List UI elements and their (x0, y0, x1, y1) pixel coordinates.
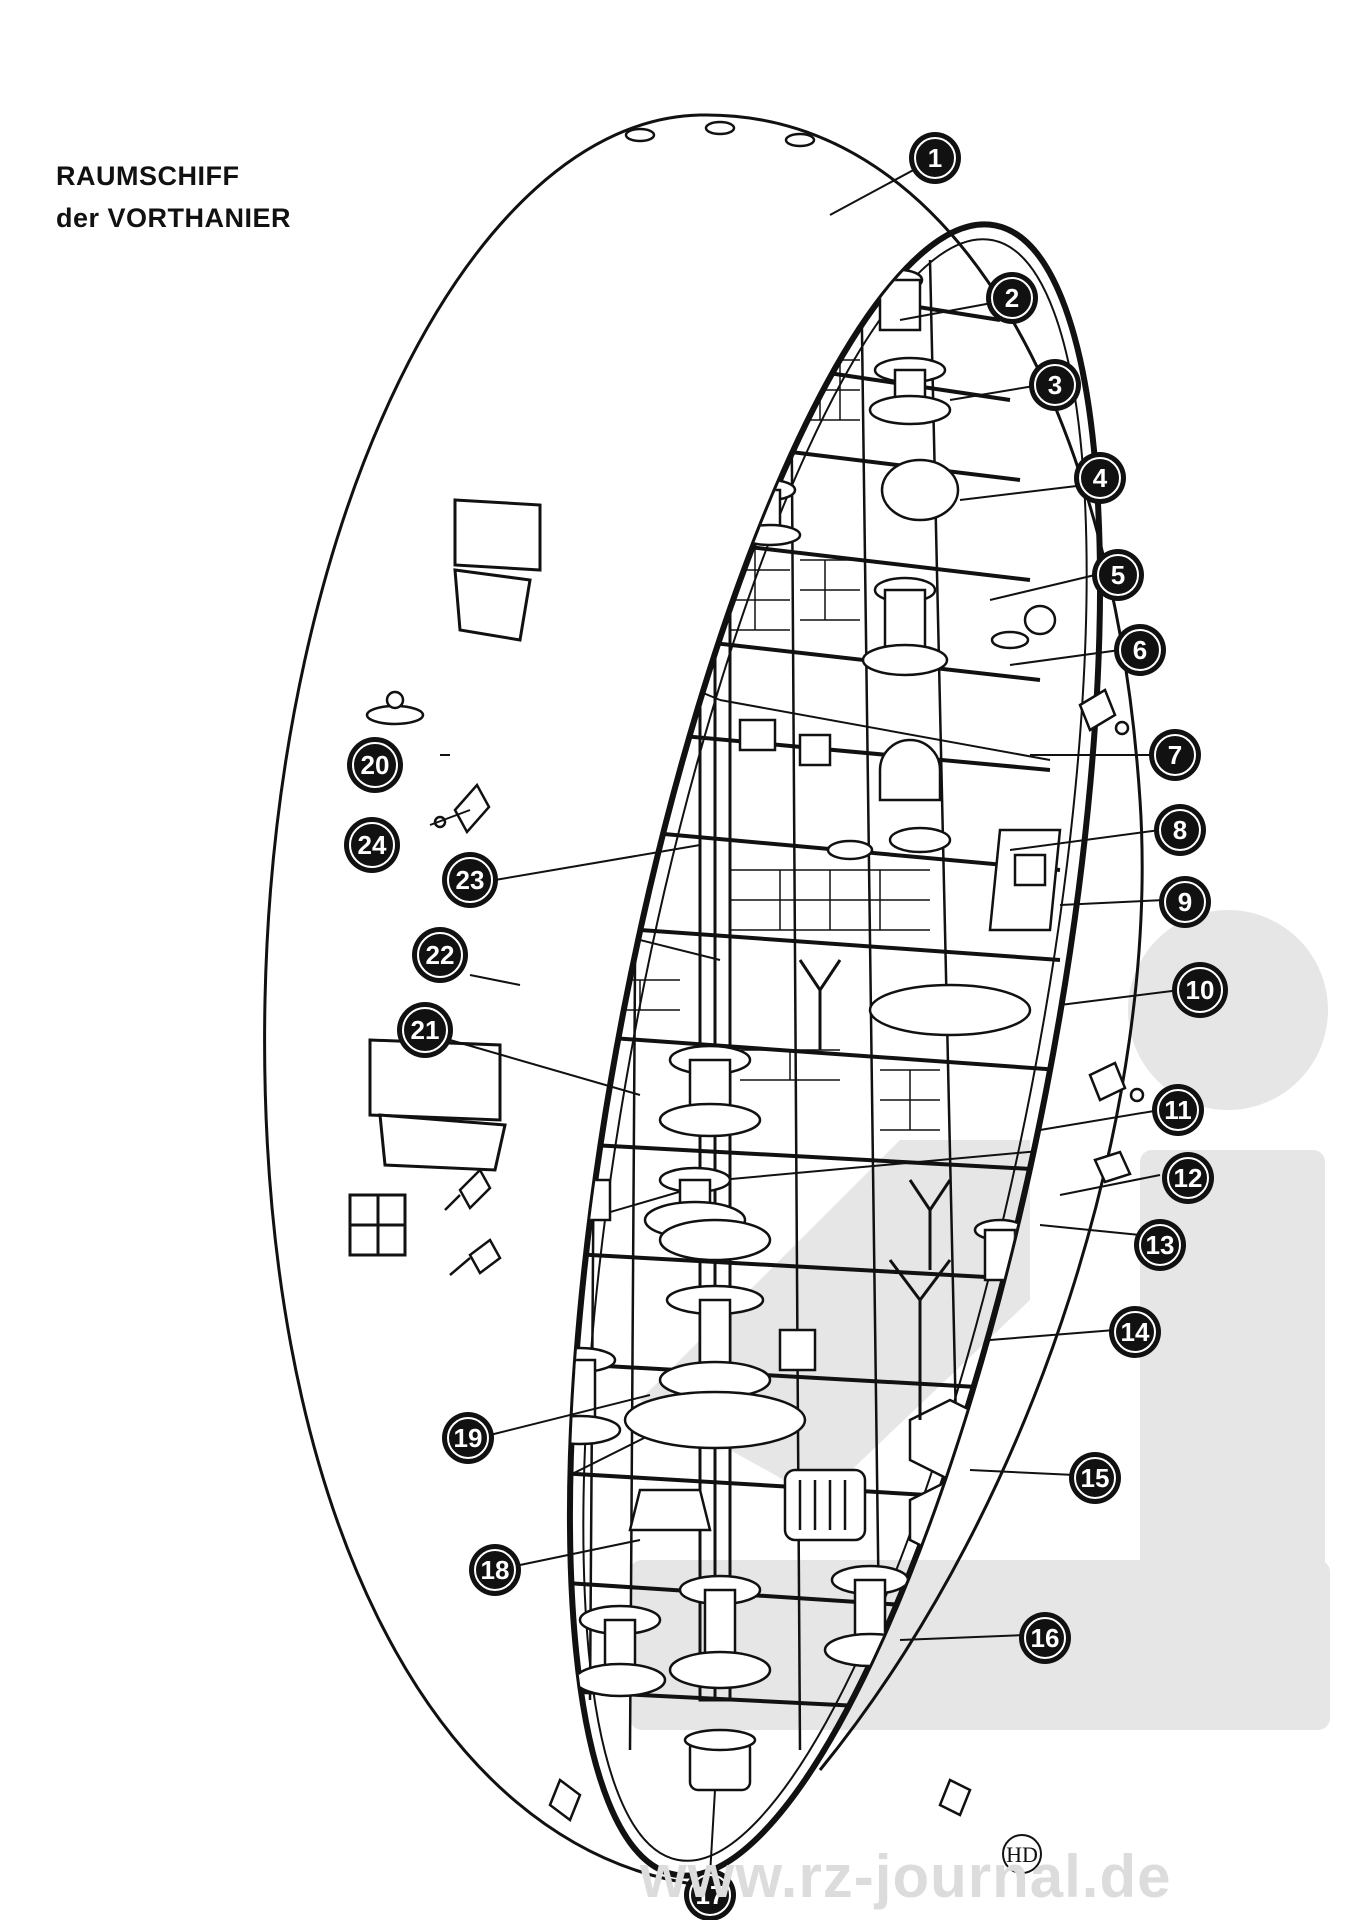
svg-text:20: 20 (361, 750, 390, 780)
outer-hull (263, 113, 1144, 1887)
svg-text:1: 1 (928, 143, 942, 173)
svg-text:2: 2 (1005, 283, 1019, 313)
diagram-title: RAUMSCHIFF der VORTHANIER (56, 155, 291, 239)
leader-lines (429, 159, 1181, 1876)
callout-18: 18 (469, 1544, 521, 1596)
callout-9: 9 (1159, 876, 1211, 928)
svg-text:14: 14 (1121, 1317, 1150, 1347)
svg-text:7: 7 (1168, 740, 1182, 770)
callout-11: 11 (1152, 1084, 1204, 1136)
title-line-2: der VORTHANIER (56, 203, 292, 233)
svg-text:12: 12 (1174, 1163, 1203, 1193)
svg-text:17: 17 (696, 1880, 725, 1910)
svg-text:18: 18 (481, 1555, 510, 1585)
callout-6: 6 (1114, 624, 1166, 676)
callout-13: 13 (1134, 1219, 1186, 1271)
callout-24: 24 (344, 817, 400, 873)
svg-text:4: 4 (1093, 463, 1108, 493)
svg-text:22: 22 (426, 940, 455, 970)
svg-text:5: 5 (1111, 560, 1125, 590)
callout-19: 19 (442, 1412, 494, 1464)
svg-text:3: 3 (1048, 370, 1062, 400)
hull-portholes (624, 120, 816, 148)
svg-text:11: 11 (1164, 1095, 1192, 1125)
hull-thrusters (365, 688, 1145, 1822)
svg-text:24: 24 (358, 830, 387, 860)
callout-markers: 1 2 3 4 5 6 7 8 9 10 11 12 13 14 15 16 1… (344, 132, 1228, 1920)
callout-15: 15 (1069, 1452, 1121, 1504)
svg-text:8: 8 (1173, 815, 1187, 845)
svg-text:23: 23 (456, 865, 485, 895)
callout-4: 4 (1074, 452, 1126, 504)
svg-text:6: 6 (1133, 635, 1147, 665)
callout-14: 14 (1109, 1306, 1161, 1358)
svg-text:13: 13 (1146, 1230, 1175, 1260)
title-line-1: RAUMSCHIFF (56, 161, 240, 191)
callout-21: 21 (397, 1002, 453, 1058)
callout-7: 7 (1149, 729, 1201, 781)
interior-decks (479, 184, 1062, 1792)
svg-text:19: 19 (454, 1423, 483, 1453)
svg-text:9: 9 (1178, 887, 1192, 917)
callout-5: 5 (1092, 549, 1144, 601)
callout-12: 12 (1162, 1152, 1214, 1204)
callout-17: 17 (684, 1869, 736, 1920)
callout-3: 3 (1029, 359, 1081, 411)
callout-16: 16 (1019, 1612, 1071, 1664)
callout-2: 2 (986, 272, 1038, 324)
callout-23: 23 (442, 852, 498, 908)
svg-text:15: 15 (1081, 1463, 1110, 1493)
artist-monogram: HD (1000, 1832, 1044, 1881)
svg-text:HD: HD (1006, 1842, 1038, 1867)
callout-22: 22 (412, 927, 468, 983)
hull-hatches (348, 498, 542, 1257)
svg-text:21: 21 (411, 1015, 440, 1045)
monogram-circle-icon: HD (1002, 1834, 1042, 1874)
watermark-url: www.rz-journal.de (640, 1843, 1172, 1910)
callout-10: 10 (1172, 962, 1228, 1018)
svg-text:10: 10 (1186, 975, 1215, 1005)
cutaway-rim (566, 221, 1104, 1879)
callout-20: 20 (347, 737, 403, 793)
svg-text:16: 16 (1031, 1623, 1060, 1653)
callout-8: 8 (1154, 804, 1206, 856)
callout-1: 1 (909, 132, 961, 184)
